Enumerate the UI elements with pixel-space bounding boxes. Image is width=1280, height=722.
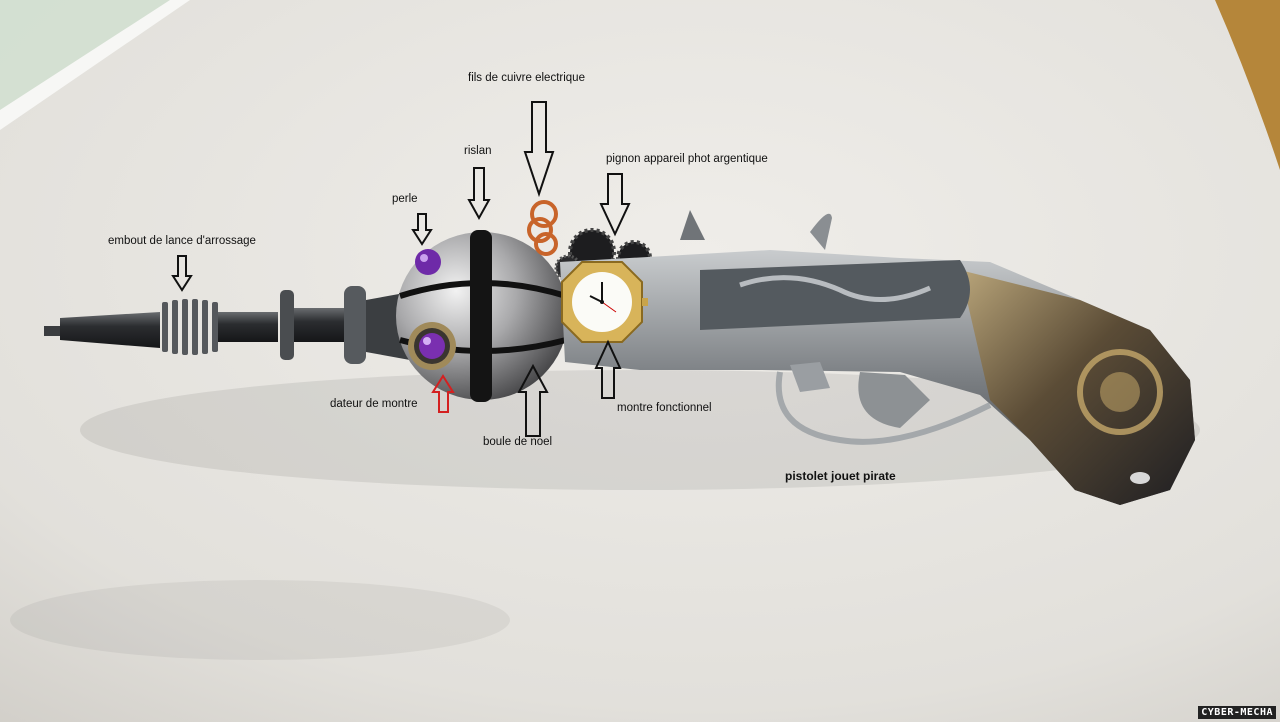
floor-shadow [10,580,510,660]
dateur-arrow [431,374,455,413]
purple-bead [415,249,441,275]
cable-tie [470,230,492,402]
dateur-label: dateur de montre [330,398,418,410]
perle-label: perle [392,193,418,205]
wood-floor [1215,0,1280,170]
watermark: CYBER-MECHA [1198,706,1276,719]
grip-medallion [1077,349,1163,435]
trigger [858,372,930,428]
fils-label: fils de cuivre electrique [468,72,585,84]
montre-label: montre fonctionnel [617,402,712,414]
pignon-arrow [599,173,631,237]
pirate-pistol [560,210,1195,505]
working-watch [561,261,648,343]
fils-arrow [523,101,555,198]
montre-arrow [594,339,622,399]
rislan-arrow [467,167,491,221]
embout-arrow [171,255,193,292]
window-frame [0,0,190,130]
annotation-arrows [171,101,631,437]
trigger-guard [775,371,992,445]
pistolet-label: pistolet jouet pirate [785,469,896,483]
perle-arrow [411,213,433,246]
pignon-label: pignon appareil phot argentique [606,153,768,165]
embout-label: embout de lance d'arrossage [108,235,256,247]
rislan-label: rislan [464,145,492,157]
boule-arrow [517,363,549,437]
hammer [810,213,832,250]
copper-wire [527,200,558,256]
boule-label: boule de noel [483,436,553,448]
watch-date-gem [408,322,456,370]
